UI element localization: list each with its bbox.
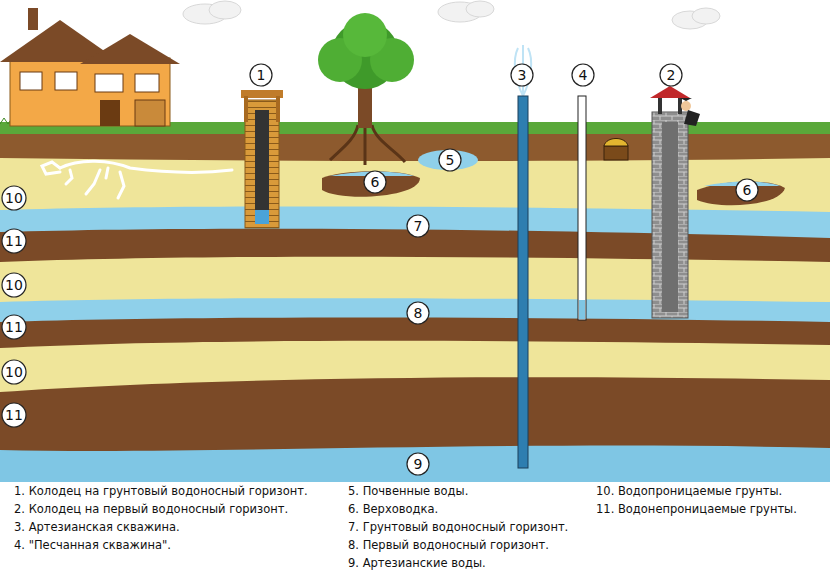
- callout-text: 6: [735, 182, 759, 198]
- legend-text: 1. Колодец на грунтовый водоносный гориз…: [14, 484, 308, 498]
- callout-number: 5: [438, 148, 462, 172]
- dinosaur-skeleton: [42, 161, 232, 198]
- callout-text: 10: [1, 364, 27, 380]
- cloud: [183, 1, 720, 29]
- callout-text: 11: [1, 319, 27, 335]
- callout-number: 4: [571, 63, 595, 87]
- callout-text: 6: [363, 174, 387, 190]
- callout-number: 11: [1, 402, 27, 428]
- callout-number: 11: [1, 228, 27, 254]
- callout-text: 2: [659, 67, 683, 83]
- callout-number: 2: [659, 63, 683, 87]
- callout-text: 3: [510, 67, 534, 83]
- callout-text: 1: [249, 67, 273, 83]
- legend-text: 9. Артезианские воды.: [348, 556, 486, 570]
- callout-text: 10: [1, 277, 27, 293]
- callout-number: 1: [249, 63, 273, 87]
- legend-text: 7. Грунтовый водоносный горизонт.: [348, 520, 568, 534]
- legend-text: 2. Колодец на первый водоносный горизонт…: [14, 502, 288, 516]
- legend-text: 10. Водопроницаемые грунты.: [596, 484, 782, 498]
- legend-text: 6. Верховодка.: [348, 502, 438, 516]
- callout-text: 4: [571, 67, 595, 83]
- tree: [318, 13, 414, 165]
- well: [241, 90, 283, 228]
- callout-number: 10: [1, 185, 27, 211]
- legend-text: 8. Первый водоносный горизонт.: [348, 538, 549, 552]
- callout-number: 6: [363, 170, 387, 194]
- house: [0, 8, 180, 126]
- legend-text: 5. Почвенные воды.: [348, 484, 468, 498]
- callout-number: 8: [406, 301, 430, 325]
- callout-text: 5: [438, 152, 462, 168]
- callout-text: 8: [406, 305, 430, 321]
- callout-number: 6: [735, 178, 759, 202]
- callout-text: 11: [1, 407, 27, 423]
- legend-text: 3. Артезианская скважина.: [14, 520, 180, 534]
- callout-number: 10: [1, 272, 27, 298]
- callout-text: 7: [406, 218, 430, 234]
- treasure-chest: [604, 139, 628, 161]
- legend-text: 4. "Песчанная скважина".: [14, 538, 171, 552]
- callout-number: 3: [510, 63, 534, 87]
- callout-number: 11: [1, 314, 27, 340]
- callout-text: 11: [1, 233, 27, 249]
- sand-well: [578, 96, 586, 320]
- callout-text: 9: [406, 456, 430, 472]
- brick-well: [650, 86, 700, 318]
- artesian-well: [515, 45, 531, 468]
- callout-number: 10: [1, 359, 27, 385]
- callout-number: 7: [406, 214, 430, 238]
- callout-number: 9: [406, 452, 430, 476]
- legend-text: 11. Водонепроницаемые грунты.: [596, 502, 797, 516]
- callout-text: 10: [1, 190, 27, 206]
